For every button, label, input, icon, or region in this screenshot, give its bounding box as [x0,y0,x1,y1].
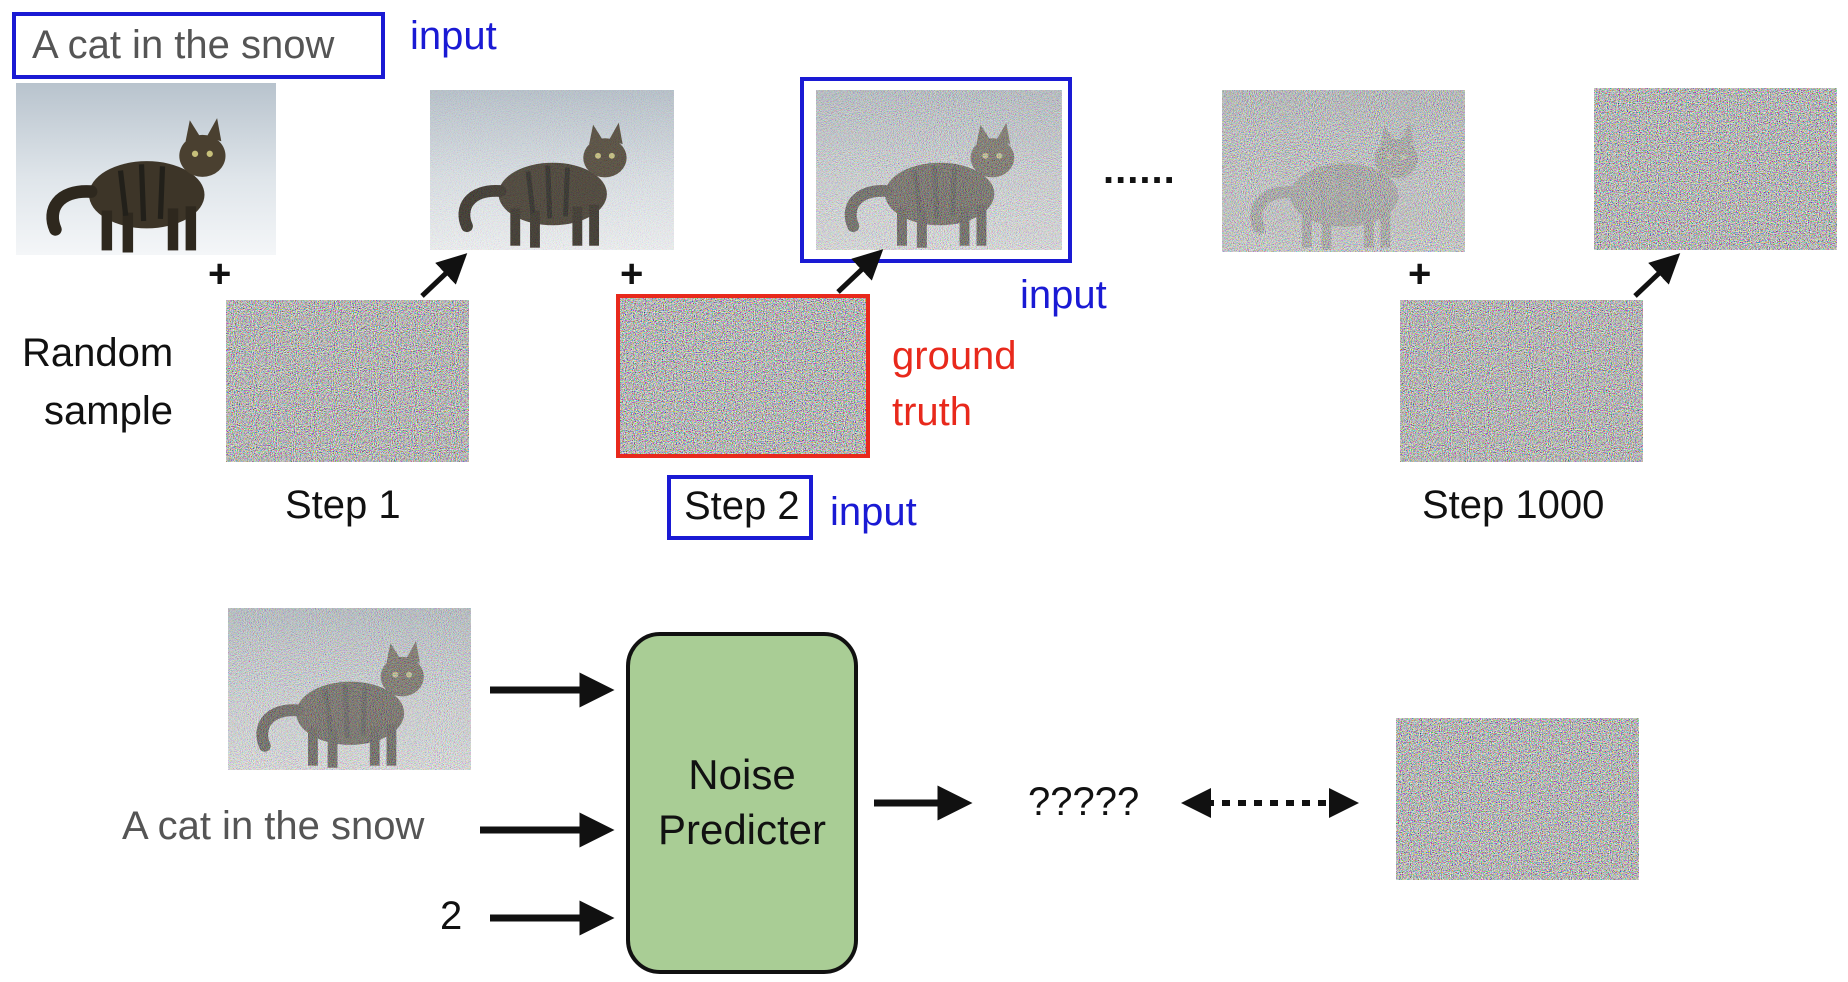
ellipsis: ...... [1103,148,1176,192]
noisy-image-input-box [800,77,1072,263]
arrow-step1000 [1633,253,1681,298]
ground-truth-label-line2: truth [892,390,973,434]
input-label-prompt: input [410,14,497,58]
noisy-cat-input [228,608,471,770]
cat-image-step999 [1222,90,1465,252]
noise-image-final [1594,88,1837,250]
arrow-step1 [420,253,468,298]
predictor-label-line2: Predicter [657,806,827,853]
plus-sign-2: + [620,252,644,296]
step1-label: Step 1 [285,483,401,527]
prompt-text: A cat in the snow [32,23,335,67]
step1000-label: Step 1000 [1422,483,1605,527]
ground-truth-box [616,294,870,458]
noise-image-step2 [620,297,866,457]
step-number-input: 2 [440,894,463,938]
noise-predictor-block: Noise Predicter [626,632,858,974]
cat-image-step2 [816,90,1062,250]
step2-label-box [667,475,813,540]
random-sample-label-line1: Random [22,331,174,375]
input-label-step2: input [830,490,917,534]
prompt-box [12,12,385,79]
ground-truth-label-line1: ground [892,334,1017,378]
target-noise-image [1396,718,1639,880]
cat-image-step1 [430,90,674,250]
noise-image-step1 [226,300,469,462]
cat-image-original [16,83,276,255]
input-label-noisy-image: input [1020,273,1107,317]
predictor-label-line1: Noise [688,751,796,799]
plus-sign-3: + [1408,252,1432,296]
text-input-label: A cat in the snow [122,804,425,848]
plus-sign-1: + [208,252,232,296]
predicted-noise-placeholder: ????? [1028,780,1140,824]
step2-label: Step 2 [684,484,800,528]
random-sample-label-line2: sample [44,389,173,433]
arrow-step2 [836,249,884,294]
noise-image-step1000 [1400,300,1643,462]
